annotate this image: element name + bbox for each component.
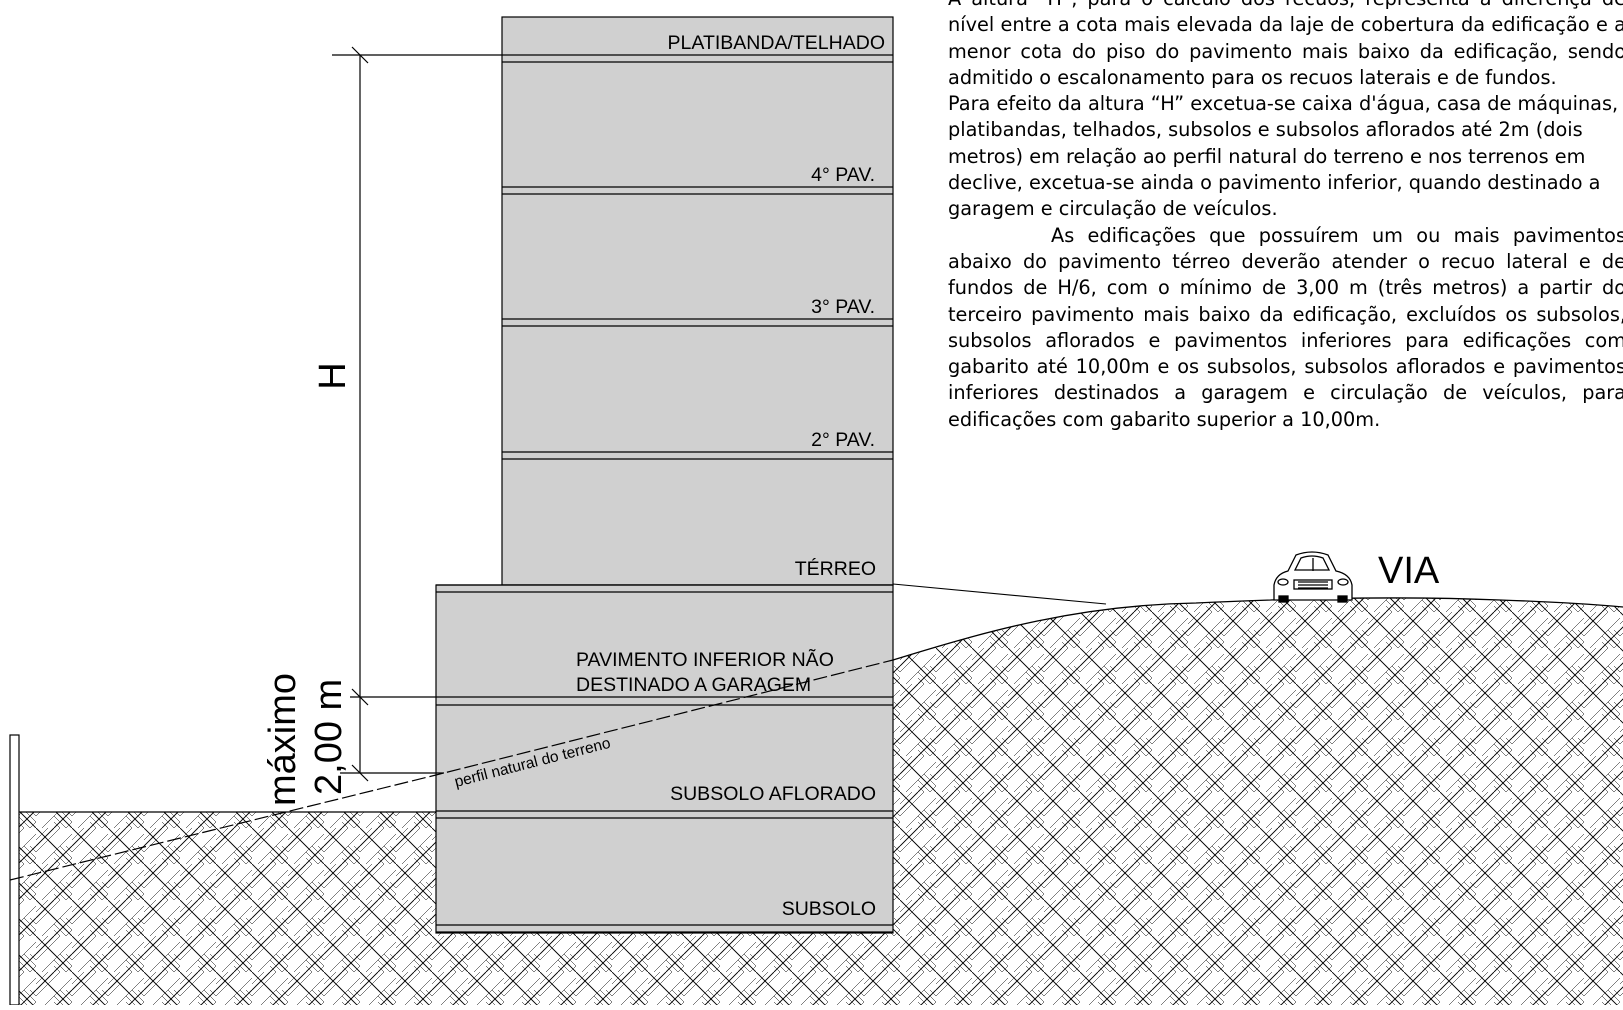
label-terreo: TÉRREO — [795, 557, 876, 580]
left-wall — [9, 734, 20, 1006]
label-subsolo: SUBSOLO — [782, 898, 876, 920]
natural-terrain-profile — [9, 659, 894, 881]
car-icon — [1273, 551, 1353, 603]
label-4-pav: 4° PAV. — [811, 164, 875, 186]
via-label: VIA — [1378, 550, 1440, 592]
max-label-line2: 2,00 m — [308, 679, 350, 795]
label-pav-inferior-1: PAVIMENTO INFERIOR NÃO — [576, 647, 834, 671]
text-paragraph-2: Para efeito da altura “H” excetua-se cai… — [948, 92, 1619, 221]
lower-block — [435, 584, 894, 934]
max-label-line1: máximo — [262, 673, 304, 806]
upper-tower — [501, 16, 894, 586]
h-dimension — [332, 46, 502, 706]
slab-lines — [436, 54, 893, 933]
explanatory-text: A altura “H”, para o cálculo dos recuos,… — [948, 0, 1623, 433]
terrain-hatch — [10, 597, 1623, 1005]
label-3-pav: 3° PAV. — [811, 296, 875, 318]
label-2-pav: 2° PAV. — [811, 429, 875, 451]
text-paragraph-3: As edificações que possuírem um ou mais … — [948, 223, 1623, 431]
label-platibanda: PLATIBANDA/TELHADO — [668, 32, 885, 54]
label-pav-inferior-2: DESTINADO A GARAGEM — [576, 674, 811, 696]
label-subsolo-aflorado: SUBSOLO AFLORADO — [670, 783, 876, 805]
terreo-to-road-line — [892, 583, 1107, 605]
text-paragraph-1: A altura “H”, para o cálculo dos recuos,… — [948, 0, 1623, 89]
h-label: H — [312, 362, 354, 389]
max-dimension — [340, 697, 444, 782]
